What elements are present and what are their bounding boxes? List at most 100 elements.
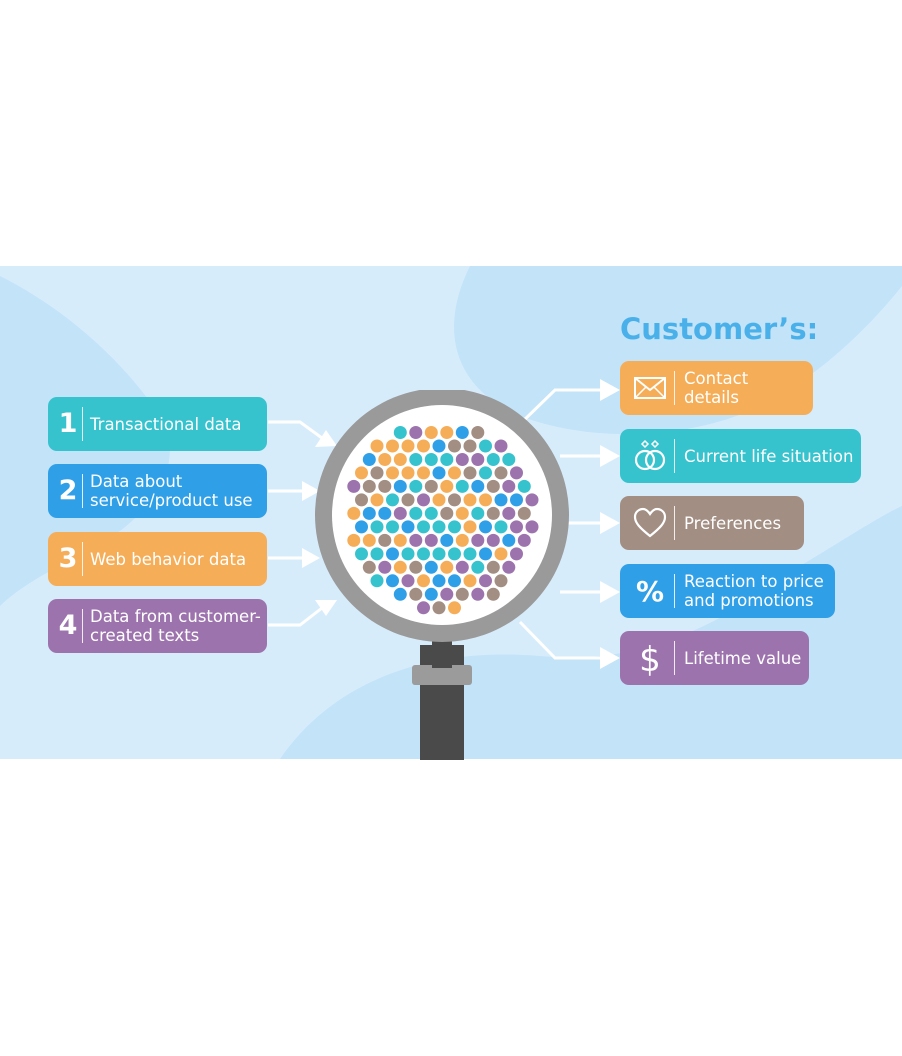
data-dot xyxy=(502,533,516,547)
output-label: Preferences xyxy=(684,513,782,533)
data-dot xyxy=(409,560,423,574)
data-dot xyxy=(370,574,384,588)
data-dot xyxy=(417,466,430,480)
rings-icon xyxy=(634,439,666,471)
data-dot xyxy=(355,520,368,534)
data-dot xyxy=(440,506,454,520)
divider xyxy=(674,506,675,540)
data-dot xyxy=(448,601,461,615)
output-lifetime-value: $ Lifetime value xyxy=(620,631,809,685)
data-dot xyxy=(393,453,407,466)
dollar-glyph: $ xyxy=(639,640,661,678)
data-dot xyxy=(486,479,500,493)
data-dot xyxy=(510,466,523,480)
data-dot xyxy=(455,453,469,466)
data-dot xyxy=(424,426,438,439)
heart-icon xyxy=(633,507,667,538)
data-dot xyxy=(393,560,407,574)
arrow-connectors xyxy=(268,379,620,669)
data-dot xyxy=(424,533,438,547)
data-dot xyxy=(424,560,438,574)
data-dot xyxy=(471,506,485,520)
data-dot xyxy=(378,453,392,466)
data-dot xyxy=(517,533,531,547)
divider xyxy=(82,609,83,643)
data-dots-cluster xyxy=(347,426,539,615)
data-dot xyxy=(494,520,508,534)
data-dot xyxy=(448,547,461,561)
data-dot xyxy=(479,493,492,507)
data-dot xyxy=(440,453,454,466)
data-dot xyxy=(370,547,384,561)
data-dot xyxy=(401,520,415,534)
data-dot xyxy=(409,506,423,520)
data-dot xyxy=(479,547,492,561)
percent-glyph: % xyxy=(636,575,664,608)
data-dot xyxy=(378,506,392,520)
data-dot xyxy=(378,533,392,547)
divider xyxy=(674,641,675,675)
data-dot xyxy=(510,520,523,534)
envelope-icon xyxy=(634,377,666,399)
data-dot xyxy=(393,426,407,439)
magnifying-glass-icon xyxy=(315,390,569,760)
data-dot xyxy=(432,601,446,615)
data-dot xyxy=(432,466,446,480)
data-dot xyxy=(432,547,446,561)
data-dot xyxy=(486,533,500,547)
data-dot xyxy=(362,506,376,520)
data-dot xyxy=(486,560,500,574)
data-dot xyxy=(502,506,516,520)
data-dot xyxy=(386,493,399,507)
data-dot xyxy=(463,466,477,480)
divider xyxy=(82,542,83,576)
data-dot xyxy=(432,439,446,453)
data-dot xyxy=(393,506,407,520)
data-dot xyxy=(409,533,423,547)
data-dot xyxy=(409,587,423,601)
data-dot xyxy=(370,439,384,453)
data-dot xyxy=(448,574,461,588)
divider xyxy=(82,474,83,508)
data-dot xyxy=(409,453,423,466)
data-dot xyxy=(355,493,368,507)
data-dot xyxy=(463,547,477,561)
data-dot xyxy=(486,506,500,520)
data-dot xyxy=(417,493,430,507)
data-dot xyxy=(517,479,531,493)
divider xyxy=(82,407,83,441)
data-dot xyxy=(432,493,446,507)
data-dot xyxy=(525,493,539,507)
data-dot xyxy=(448,439,461,453)
input-transactional-data: 1 Transactional data xyxy=(48,397,267,451)
data-dot xyxy=(393,587,407,601)
divider xyxy=(674,439,675,473)
data-dot xyxy=(471,453,485,466)
data-dot xyxy=(471,479,485,493)
output-price-reaction: % Reaction to price and promotions xyxy=(620,564,835,618)
input-number: 2 xyxy=(58,475,78,506)
data-dot xyxy=(362,560,376,574)
data-dot xyxy=(424,453,438,466)
input-label: Data from customer- created texts xyxy=(90,607,261,645)
data-dot xyxy=(432,574,446,588)
divider xyxy=(674,574,675,608)
data-dot xyxy=(409,479,423,493)
data-dot xyxy=(440,560,454,574)
data-dot xyxy=(386,520,399,534)
data-dot xyxy=(347,479,361,493)
data-dot xyxy=(386,439,399,453)
dollar-icon: $ xyxy=(639,640,661,678)
data-dot xyxy=(479,520,492,534)
output-contact-details: Contact details xyxy=(620,361,813,415)
data-dot xyxy=(494,466,508,480)
data-dot xyxy=(471,533,485,547)
data-dot xyxy=(355,466,368,480)
data-dot xyxy=(355,547,368,561)
data-dot xyxy=(424,587,438,601)
input-service-product-use: 2 Data about service/product use xyxy=(48,464,267,518)
data-dot xyxy=(494,439,508,453)
data-dot xyxy=(440,587,454,601)
input-label: Web behavior data xyxy=(90,549,247,569)
data-dot xyxy=(448,466,461,480)
